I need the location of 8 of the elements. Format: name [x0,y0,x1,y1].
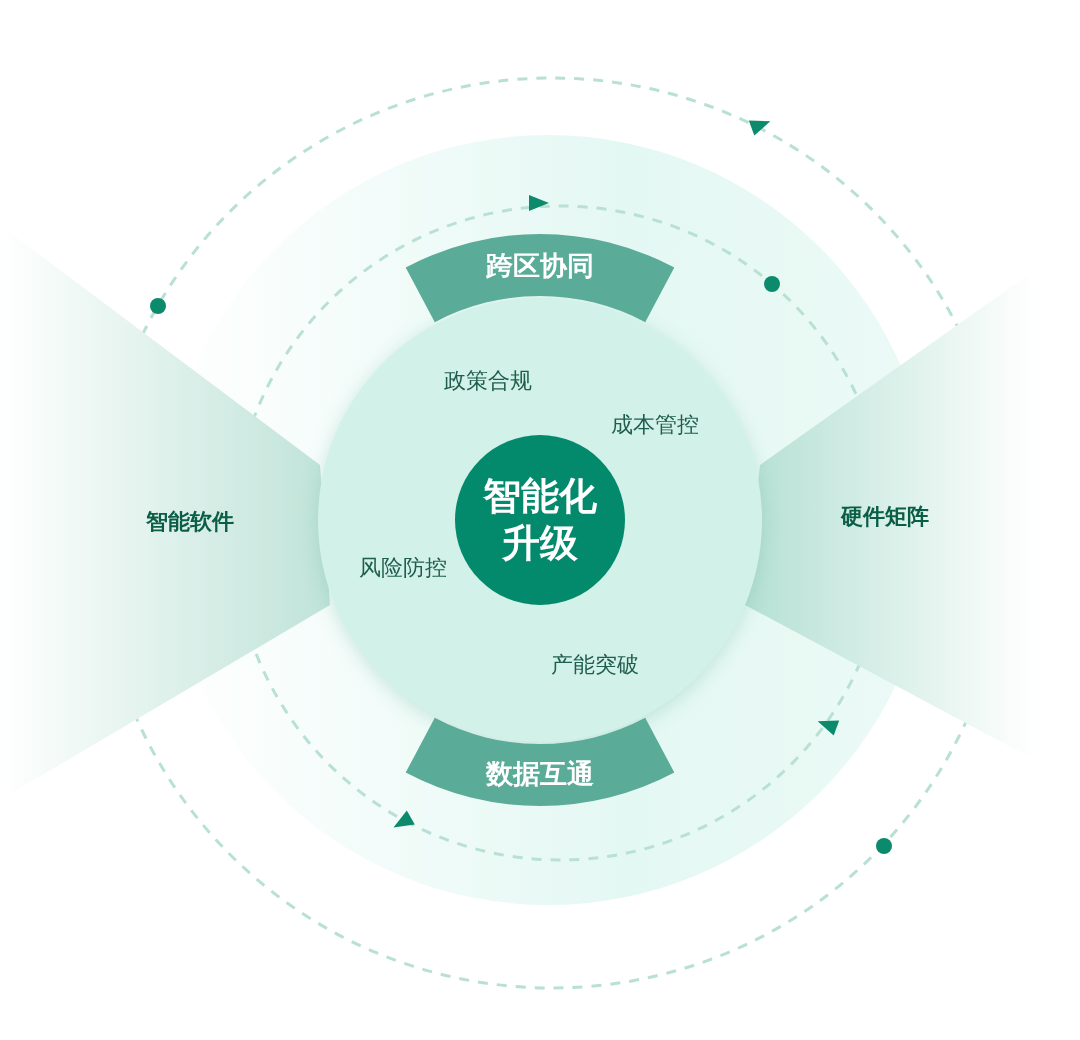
hub-circle: 智能化升级 [455,435,625,605]
band-label: 数据互通 [486,757,594,791]
panel-label: 智能软件 [146,508,234,536]
panel-label: 硬件矩阵 [841,503,929,531]
band-label: 跨区协同 [486,249,594,283]
text-label: 产能突破 [551,651,639,679]
text-label: 政策合规 [444,367,532,395]
text-label: 风险防控 [359,554,447,582]
